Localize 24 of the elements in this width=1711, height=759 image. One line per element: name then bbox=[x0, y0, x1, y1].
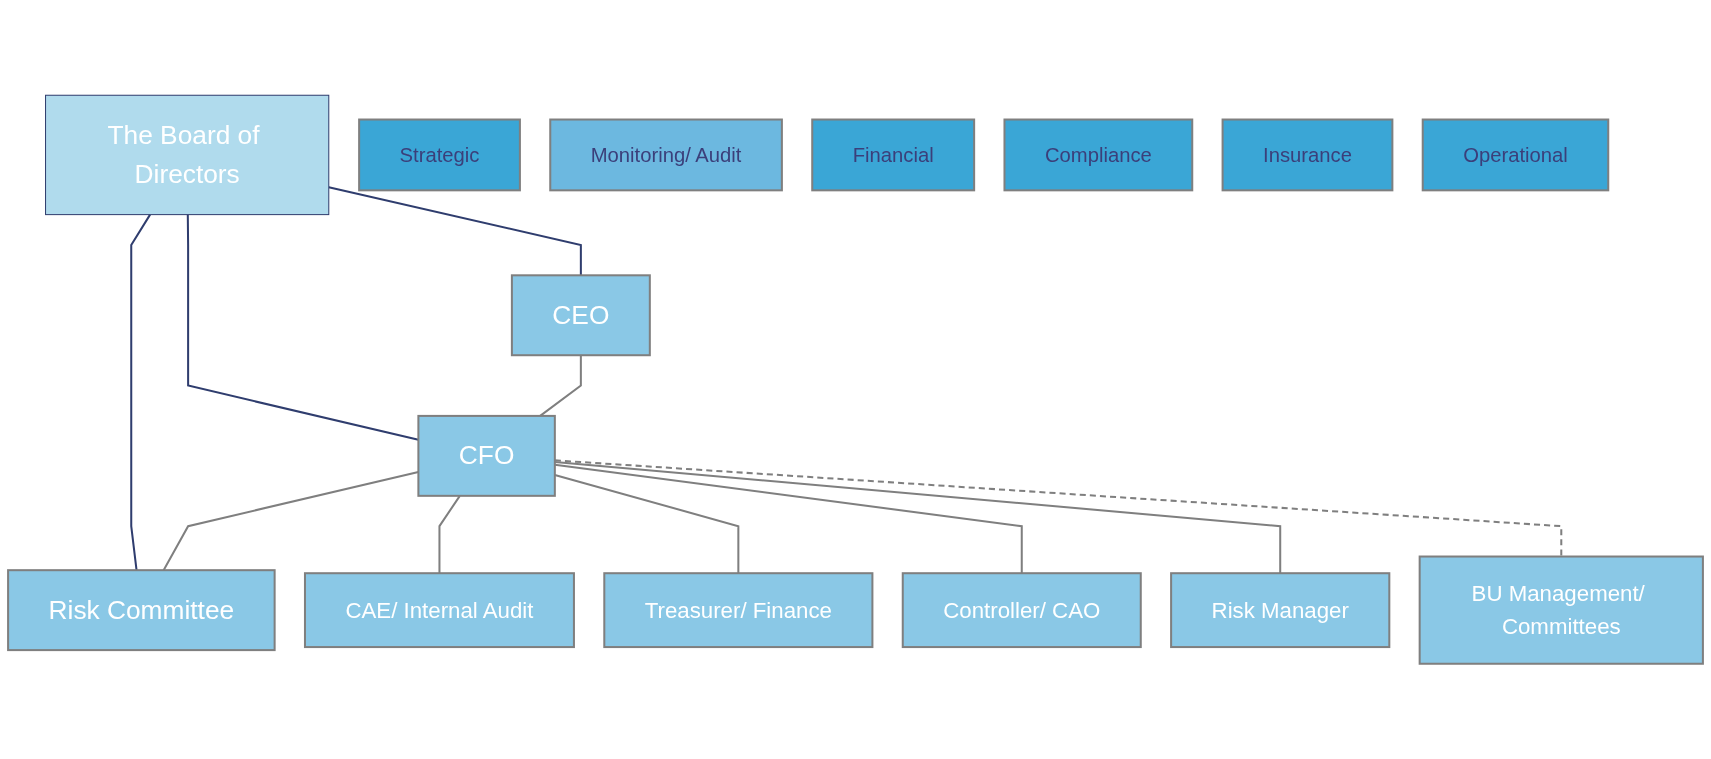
connector bbox=[328, 186, 582, 276]
node-box: CEO bbox=[510, 274, 651, 357]
node-box: The Board of Directors bbox=[45, 94, 330, 216]
node-box: Risk Committee bbox=[7, 569, 276, 652]
connector bbox=[162, 470, 419, 571]
node-box: CFO bbox=[417, 414, 556, 497]
node-box: Financial bbox=[811, 118, 976, 192]
connector bbox=[130, 214, 151, 571]
node-box: BU Management/ Committees bbox=[1418, 555, 1704, 665]
connector bbox=[554, 463, 1023, 574]
node-box: Risk Manager bbox=[1170, 572, 1391, 649]
node-box: Compliance bbox=[1003, 118, 1194, 192]
node-box: Operational bbox=[1421, 118, 1610, 192]
node-box: Monitoring/ Audit bbox=[549, 118, 783, 192]
connector bbox=[438, 495, 461, 574]
connector bbox=[554, 460, 1282, 574]
node-box: Strategic bbox=[358, 118, 521, 192]
node-box: Treasurer/ Finance bbox=[603, 572, 874, 649]
node-box: Controller/ CAO bbox=[901, 572, 1142, 649]
connector bbox=[554, 459, 1563, 557]
node-box: Insurance bbox=[1221, 118, 1394, 192]
connector bbox=[554, 473, 740, 574]
node-box: CAE/ Internal Audit bbox=[303, 572, 575, 649]
connector bbox=[186, 214, 419, 441]
